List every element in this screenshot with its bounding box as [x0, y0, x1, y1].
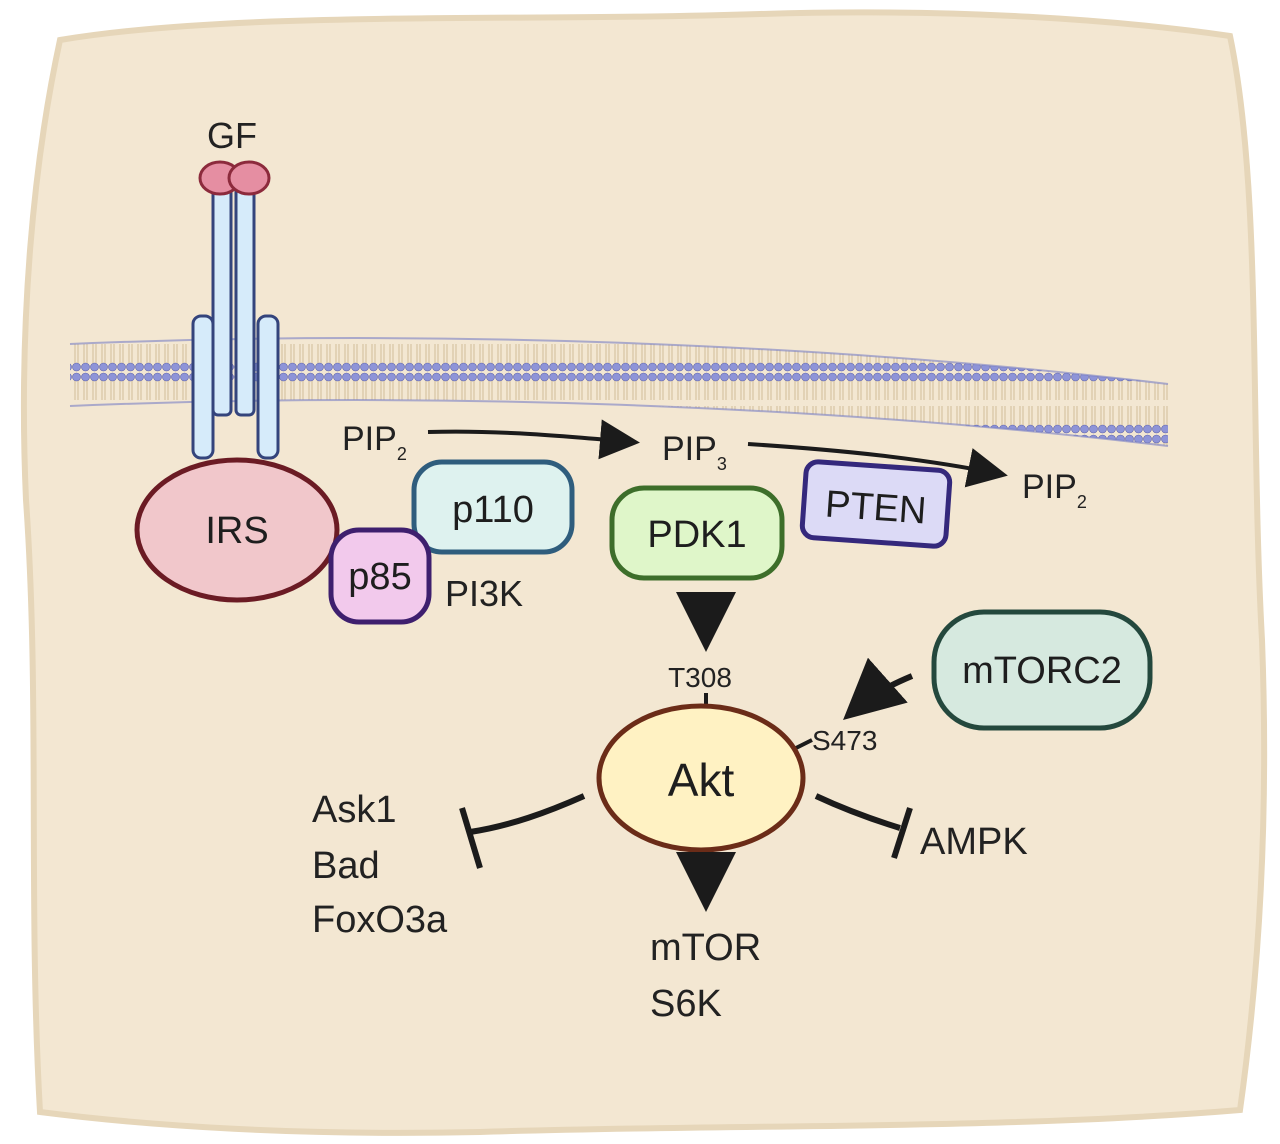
akt-inhibits-left-bar — [459, 807, 483, 869]
akt-inhibits-ampk-bar — [891, 807, 913, 859]
receptor — [191, 183, 280, 460]
target-s6k: S6K — [650, 983, 722, 1025]
akt-node: Akt — [596, 703, 806, 853]
p110-node: p110 — [411, 459, 575, 555]
target-ampk: AMPK — [920, 821, 1028, 863]
target-foxo3a: FoxO3a — [312, 899, 448, 941]
growth-factor-icon — [198, 160, 271, 196]
pip3-to-pip2-arrow — [747, 442, 1008, 488]
gf-label: GF — [207, 115, 257, 156]
pip2-label-left: PIP2 — [342, 420, 407, 464]
akt-inhibits-ampk-line — [814, 793, 901, 831]
mtorc2-node: mTORC2 — [931, 609, 1153, 731]
pip2-to-pip3-arrow — [427, 419, 640, 460]
irs-node: IRS — [134, 457, 340, 603]
target-bad: Bad — [312, 845, 380, 887]
mtorc2-label: mTORC2 — [962, 650, 1122, 692]
pdk1-node: PDK1 — [609, 485, 785, 581]
target-mtor: mTOR — [650, 927, 761, 969]
akt-inhibits-left-line — [469, 793, 586, 835]
mtorc2-to-akt-arrow — [843, 657, 914, 720]
akt-label: Akt — [668, 754, 735, 806]
s473-label: S473 — [812, 725, 877, 756]
p85-node: p85 — [328, 527, 432, 625]
target-ask1: Ask1 — [312, 789, 396, 831]
p85-label: p85 — [348, 556, 411, 598]
pten-label: PTEN — [824, 484, 928, 533]
t308-label: T308 — [668, 662, 732, 693]
pip2-label-right: PIP2 — [1022, 468, 1087, 512]
pip3-label: PIP3 — [662, 430, 727, 474]
s473-tick — [795, 738, 813, 750]
pten-node: PTEN — [799, 459, 953, 549]
irs-label: IRS — [205, 510, 268, 552]
pi3k-label: PI3K — [445, 573, 523, 614]
pdk1-label: PDK1 — [647, 514, 746, 556]
p110-label: p110 — [452, 489, 534, 531]
